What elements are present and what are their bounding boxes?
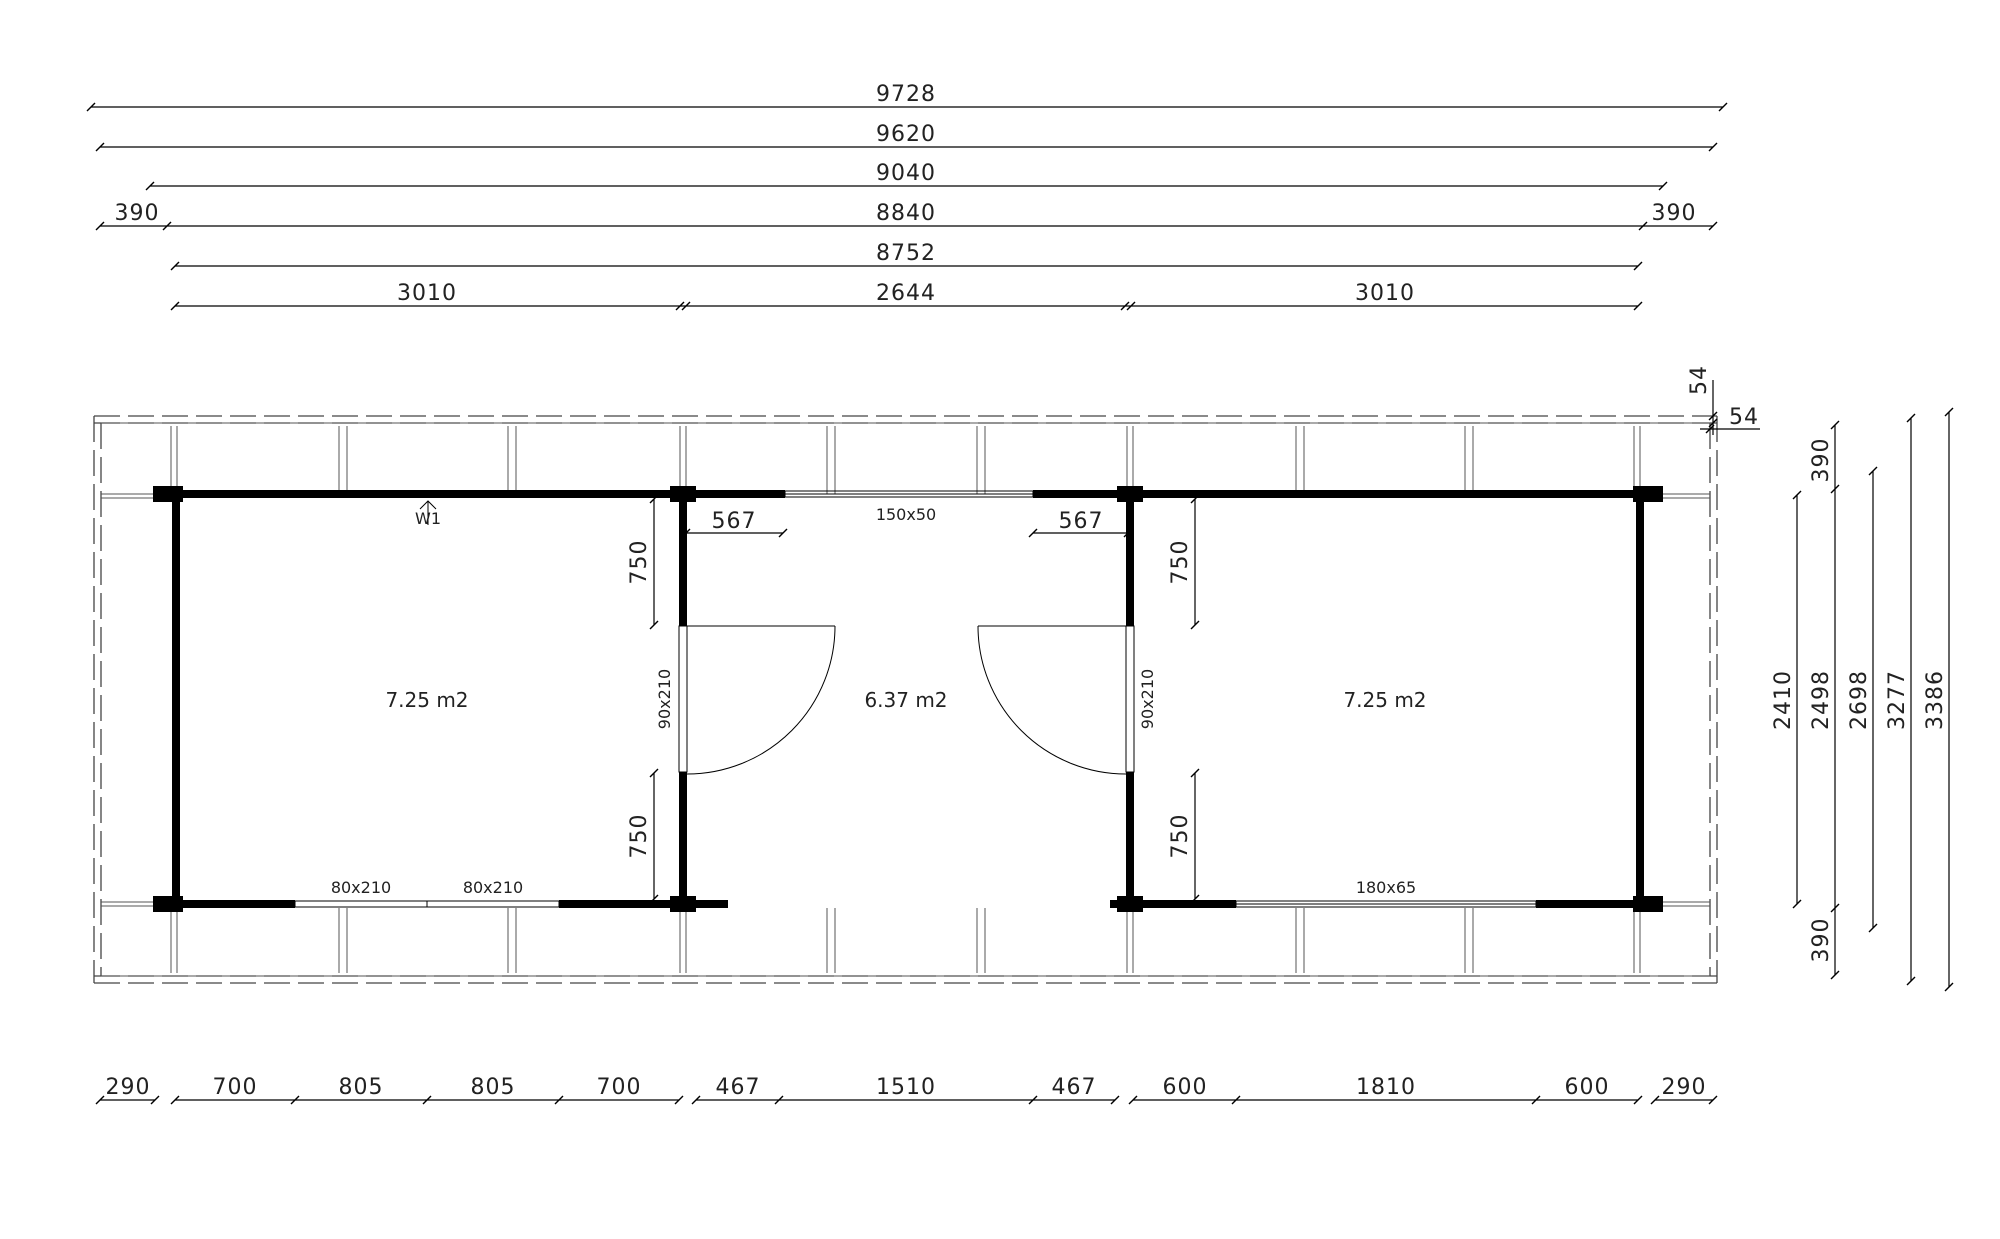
dim-side-overall: 3386 (1923, 670, 1948, 730)
label-top-window: 150x50 (876, 505, 936, 524)
label-wall-marker: W1 (415, 509, 441, 528)
label-front-door-1: 80x210 (331, 878, 391, 897)
bottom-dimension-lines (95, 1095, 1718, 1105)
dim-roof-width: 9620 (876, 122, 936, 147)
dim-bottom-8: 467 (1052, 1075, 1097, 1100)
corner-dimension-lines (1700, 380, 1760, 435)
dim-bottom-9: 600 (1163, 1075, 1208, 1100)
walls (153, 486, 1663, 912)
dim-left-bottom: 750 (627, 814, 652, 859)
dim-wall-width: 8840 (876, 201, 936, 226)
dim-side-roof: 3277 (1885, 670, 1910, 730)
label-front-window: 180x65 (1356, 878, 1416, 897)
dim-bottom-11: 600 (1565, 1075, 1610, 1100)
dim-side-overhang-bottom: 390 (1809, 918, 1834, 963)
interior-dimension-lines (649, 494, 1200, 904)
dim-bottom-2: 700 (213, 1075, 258, 1100)
dim-left-door-offset: 567 (712, 509, 757, 534)
dim-bottom-10: 1810 (1356, 1075, 1416, 1100)
room-left-area: 7.25 m2 (385, 688, 468, 712)
dim-right-bottom: 750 (1168, 814, 1193, 859)
dim-left-top: 750 (627, 540, 652, 585)
side-dimension-lines (1792, 407, 1954, 992)
dim-room-right-width: 3010 (1355, 281, 1415, 306)
dim-room-left-width: 3010 (397, 281, 457, 306)
dim-side-overhang-top: 390 (1809, 438, 1834, 483)
dim-right-door-offset: 567 (1059, 509, 1104, 534)
dim-room-center-width: 2644 (876, 281, 936, 306)
room-right-area: 7.25 m2 (1343, 688, 1426, 712)
dim-side-walls: 2498 (1809, 670, 1834, 730)
dim-bottom-5: 700 (597, 1075, 642, 1100)
top-dimension-lines (86, 102, 1728, 311)
dim-side-structure: 2698 (1847, 670, 1872, 730)
dim-bottom-6: 467 (716, 1075, 761, 1100)
dim-overhang-right: 390 (1652, 201, 1697, 226)
dim-bottom-12: 290 (1662, 1075, 1707, 1100)
room-center-area: 6.37 m2 (864, 688, 947, 712)
terrace-joists (101, 426, 1710, 973)
dim-right-top: 750 (1168, 540, 1193, 585)
dim-bottom-3: 805 (339, 1075, 384, 1100)
dim-structure-width: 9040 (876, 161, 936, 186)
roof-outline (93, 415, 1718, 984)
dim-corner-horizontal: 54 (1729, 405, 1759, 430)
dim-interior-width: 8752 (876, 241, 936, 266)
dim-corner-vertical: 54 (1687, 365, 1712, 395)
dim-overhang-left: 390 (115, 201, 160, 226)
dim-bottom-4: 805 (471, 1075, 516, 1100)
dim-side-inner: 2410 (1771, 670, 1796, 730)
dim-bottom-7: 1510 (876, 1075, 936, 1100)
label-right-door: 90x210 (1138, 669, 1157, 729)
dim-bottom-1: 290 (106, 1075, 151, 1100)
openings (294, 490, 1537, 908)
label-front-door-2: 80x210 (463, 878, 523, 897)
label-left-door: 90x210 (655, 669, 674, 729)
dim-overall-width: 9728 (876, 82, 936, 107)
